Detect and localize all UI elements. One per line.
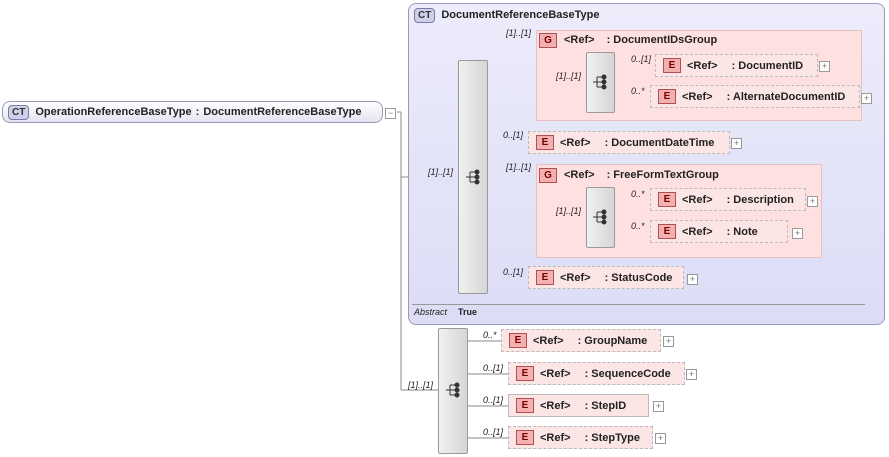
element-name: : StepType [584,431,640,444]
group1-sequence[interactable] [586,52,615,113]
root-type-node[interactable]: CT OperationReferenceBaseType : Document… [2,101,383,123]
element-alternate-document-id[interactable]: E <Ref> : AlternateDocumentID [650,85,860,108]
element-ref: <Ref> [682,193,713,206]
element-name: : StepID [584,399,627,412]
element-ref: <Ref> [682,225,713,238]
element-ref: <Ref> [560,271,591,284]
document-date-time-cardinality: 0..[1] [503,130,524,140]
inner-sequence-compositor[interactable] [458,60,488,294]
element-note[interactable]: E <Ref> : Note [650,220,788,243]
expand-sequence-code[interactable]: + [686,369,697,380]
base-type-name: DocumentReferenceBaseType [441,9,600,21]
sequence-icon [593,74,607,90]
document-id-cardinality: 0..[1] [631,54,652,64]
status-code-cardinality: 0..[1] [503,267,524,277]
element-ref: <Ref> [682,90,713,103]
element-group-name[interactable]: E <Ref> : GroupName [501,329,661,352]
step-type-cardinality: 0..[1] [483,427,504,437]
element-ref: <Ref> [540,367,571,380]
outer-sequence-compositor[interactable] [438,328,468,454]
element-name: : DocumentDateTime [604,136,715,149]
element-badge: E [536,270,554,285]
group1-sequence-cardinality: [1]..[1] [556,71,582,81]
group-name-cardinality: 0..* [483,330,497,340]
expand-step-type[interactable]: + [655,433,666,444]
element-badge: E [658,89,676,104]
element-name: : GroupName [577,334,648,347]
group1-cardinality: [1]..[1] [506,28,532,38]
expand-alternate-document-id[interactable]: + [861,93,872,104]
element-ref: <Ref> [560,136,591,149]
complex-type-badge: CT [8,104,30,120]
expand-status-code[interactable]: + [687,274,698,285]
element-badge: E [509,333,527,348]
element-description[interactable]: E <Ref> : Description [650,188,806,211]
sequence-code-cardinality: 0..[1] [483,363,504,373]
group-badge: G [539,32,557,48]
abstract-label: Abstract [414,307,448,317]
element-name: : Note [726,225,758,238]
group1-name: : DocumentIDsGroup [606,34,718,46]
group1-header: G <Ref> : DocumentIDsGroup [539,32,717,48]
sequence-icon [466,169,480,185]
alternate-document-id-cardinality: 0..* [631,86,645,96]
element-name: : Description [726,193,794,206]
note-cardinality: 0..* [631,221,645,231]
expand-document-date-time[interactable]: + [731,138,742,149]
expand-description[interactable]: + [807,196,818,207]
element-name: : DocumentID [731,59,804,72]
root-type-separator: : [195,106,200,118]
element-ref: <Ref> [540,431,571,444]
expand-document-id[interactable]: + [819,61,830,72]
expand-note[interactable]: + [792,228,803,239]
outer-sequence-cardinality: [1]..[1] [408,380,434,390]
expand-group-name[interactable]: + [663,336,674,347]
element-document-id[interactable]: E <Ref> : DocumentID [655,54,818,77]
element-name: : StatusCode [604,271,673,284]
element-step-type[interactable]: E <Ref> : StepType [508,426,653,449]
root-type-name: OperationReferenceBaseType [35,106,192,118]
element-badge: E [663,58,681,73]
group2-header: G <Ref> : FreeFormTextGroup [539,167,719,183]
collapse-root-button[interactable]: − [385,108,396,119]
element-sequence-code[interactable]: E <Ref> : SequenceCode [508,362,685,385]
group2-sequence[interactable] [586,187,615,248]
group2-cardinality: [1]..[1] [506,162,532,172]
element-ref: <Ref> [540,399,571,412]
element-document-date-time[interactable]: E <Ref> : DocumentDateTime [528,131,730,154]
group1-ref: <Ref> [564,34,595,46]
element-status-code[interactable]: E <Ref> : StatusCode [528,266,684,289]
inner-sequence-cardinality: [1]..[1] [428,167,454,177]
sequence-icon [593,209,607,225]
group2-name: : FreeFormTextGroup [606,169,719,181]
group-badge: G [539,167,557,183]
element-ref: <Ref> [533,334,564,347]
base-type-header: CT DocumentReferenceBaseType [414,7,599,23]
root-type-base: DocumentReferenceBaseType [203,106,362,118]
element-name: : SequenceCode [584,367,671,380]
element-badge: E [658,224,676,239]
element-ref: <Ref> [687,59,718,72]
expand-step-id[interactable]: + [653,401,664,412]
element-name: : AlternateDocumentID [726,90,846,103]
description-cardinality: 0..* [631,189,645,199]
sequence-icon [446,382,460,398]
element-badge: E [658,192,676,207]
abstract-value: True [458,307,478,317]
element-badge: E [516,430,534,445]
base-type-divider [412,304,865,305]
element-step-id[interactable]: E <Ref> : StepID [508,394,649,417]
complex-type-badge: CT [414,7,436,23]
element-badge: E [516,366,534,381]
group2-sequence-cardinality: [1]..[1] [556,206,582,216]
group2-ref: <Ref> [564,169,595,181]
element-badge: E [516,398,534,413]
element-badge: E [536,135,554,150]
step-id-cardinality: 0..[1] [483,395,504,405]
